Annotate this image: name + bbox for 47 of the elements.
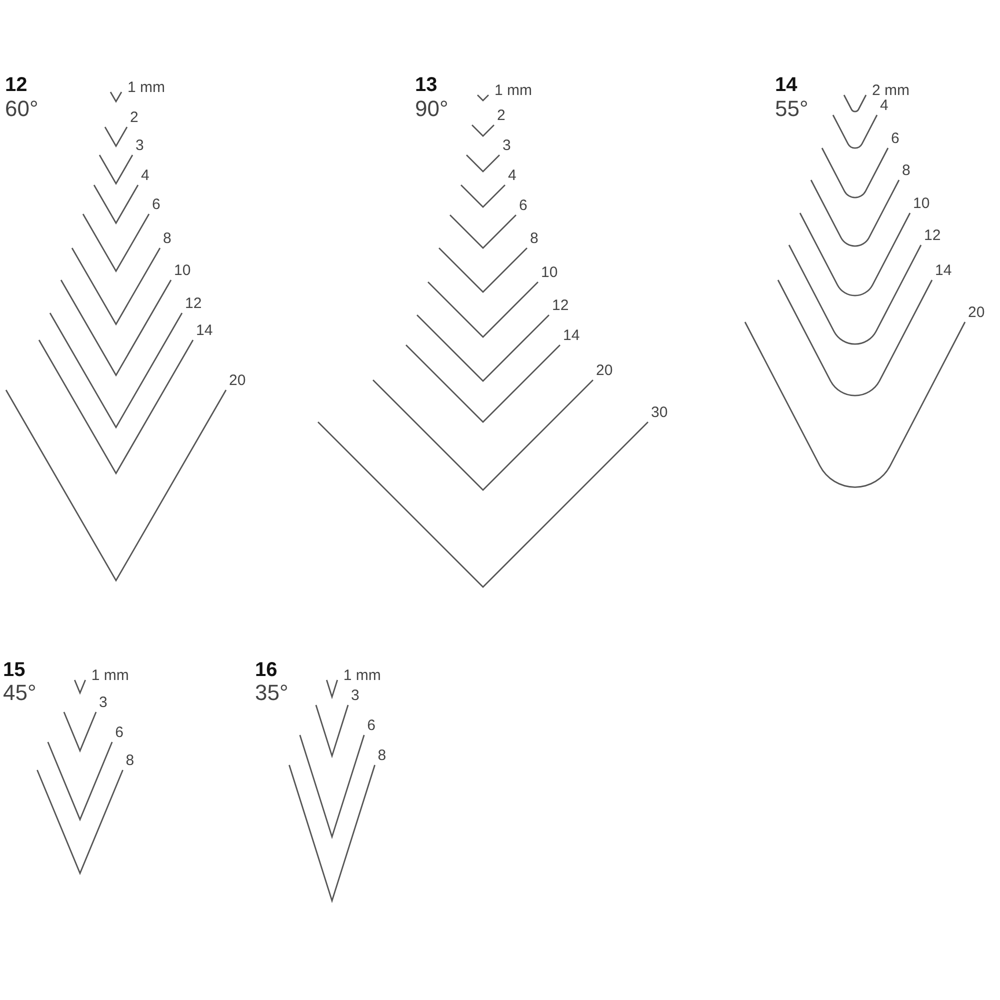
size-label: 20 xyxy=(968,305,985,320)
size-label: 12 xyxy=(185,296,202,311)
angle-label: 45° xyxy=(3,682,36,704)
size-label: 3 xyxy=(351,688,360,703)
size-label: 6 xyxy=(519,198,528,213)
angle-label: 35° xyxy=(255,682,288,704)
size-label: 6 xyxy=(115,725,124,740)
size-label: 8 xyxy=(126,753,134,768)
angle-label: 60° xyxy=(5,98,38,120)
size-label: 1 mm xyxy=(343,668,381,683)
size-label: 3 xyxy=(502,138,511,153)
size-label: 4 xyxy=(508,168,516,183)
size-label: 1 mm xyxy=(128,80,165,95)
size-label: 2 xyxy=(130,110,138,125)
size-label: 8 xyxy=(902,163,910,178)
size-label: 2 xyxy=(497,108,506,123)
size-label: 10 xyxy=(174,263,191,278)
size-label: 20 xyxy=(596,363,613,378)
size-label: 6 xyxy=(152,197,160,212)
size-label: 2 mm xyxy=(872,83,910,98)
size-label: 8 xyxy=(378,748,386,763)
tool-number: 16 xyxy=(255,660,278,680)
size-label: 3 xyxy=(99,695,108,710)
tool-number: 12 xyxy=(5,75,28,95)
size-label: 14 xyxy=(935,263,952,278)
size-label: 14 xyxy=(563,328,580,343)
size-label: 12 xyxy=(924,228,941,243)
size-label: 4 xyxy=(141,168,150,183)
size-label: 6 xyxy=(367,718,376,733)
angle-label: 90° xyxy=(415,98,448,120)
size-label: 6 xyxy=(891,131,900,146)
size-label: 1 mm xyxy=(494,83,532,98)
tool-number: 14 xyxy=(775,75,798,95)
size-label: 8 xyxy=(163,231,172,246)
size-label: 10 xyxy=(913,196,930,211)
size-label: 30 xyxy=(651,405,668,420)
tool-number: 15 xyxy=(3,660,26,680)
size-label: 20 xyxy=(229,373,246,388)
size-label: 10 xyxy=(541,265,558,280)
size-label: 3 xyxy=(136,138,144,153)
size-label: 14 xyxy=(196,323,213,338)
tool-number: 13 xyxy=(415,75,438,95)
size-label: 12 xyxy=(552,298,569,313)
size-label: 4 xyxy=(880,98,888,113)
size-label: 8 xyxy=(530,231,538,246)
size-label: 1 mm xyxy=(91,668,129,683)
angle-label: 55° xyxy=(775,98,808,120)
